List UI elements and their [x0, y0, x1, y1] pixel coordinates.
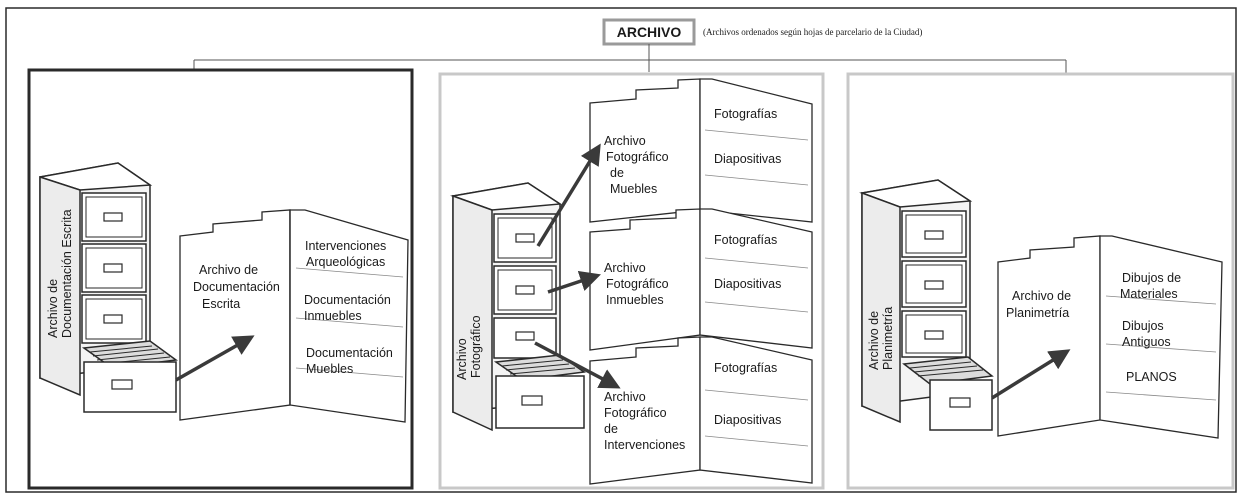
tab-muebles-fotografias: Fotografías — [714, 107, 777, 121]
folder-planimetry-title-1: Archivo de — [1012, 289, 1071, 303]
tab-muebles-diapositivas: Diapositivas — [714, 152, 781, 166]
folder-inmuebles-title-1: Archivo — [604, 261, 646, 275]
folder-muebles-title-3: de — [610, 166, 624, 180]
folder-inmuebles-title-3: Inmuebles — [606, 293, 664, 307]
cabinet-planimetry-label-1: Archivo de — [867, 311, 881, 370]
cabinet-planimetry-label-2: Planimetría — [881, 307, 895, 370]
tab-dibujos-materiales-2: Materiales — [1120, 287, 1178, 301]
tab-intervenciones-1: Intervenciones — [305, 239, 386, 253]
cabinet-planimetry-icon — [859, 179, 994, 431]
tab-intervenciones-2: Arqueológicas — [306, 255, 385, 269]
arrow-photo-inmuebles — [547, 271, 601, 294]
panel-documentation: Archivo de Documentación Escrita Archivo… — [39, 162, 409, 423]
tab-doc-muebles-1: Documentación — [306, 346, 393, 360]
tab-inmuebles-fotografias: Fotografías — [714, 233, 777, 247]
folder-intervenciones-title-2: Fotográfico — [604, 406, 667, 420]
tab-planos: PLANOS — [1126, 370, 1177, 384]
arrow-photo-intervenciones — [534, 341, 621, 389]
folder-intervenciones-title-1: Archivo — [604, 390, 646, 404]
tab-doc-muebles-2: Muebles — [306, 362, 353, 376]
cabinet-photo-label-1: Archivo — [455, 338, 469, 380]
folder-documentation — [179, 209, 409, 423]
cabinet-photo-icon — [450, 182, 587, 432]
folder-muebles-title-2: Fotográfico — [606, 150, 669, 164]
folder-photo-inmuebles — [589, 208, 813, 351]
arrow-photo-muebles — [536, 143, 601, 247]
arrow-documentation — [175, 335, 255, 382]
tab-dibujos-antiguos-1: Dibujos — [1122, 319, 1164, 333]
folder-photo-muebles — [589, 78, 813, 223]
tab-intervenciones-diapositivas: Diapositivas — [714, 413, 781, 427]
folder-documentation-title-1: Archivo de — [199, 263, 258, 277]
tab-dibujos-antiguos-2: Antiguos — [1122, 335, 1171, 349]
cabinet-photo-label-2: Fotográfico — [469, 315, 483, 378]
folder-intervenciones-title-4: Intervenciones — [604, 438, 685, 452]
folder-intervenciones-title-3: de — [604, 422, 618, 436]
tab-doc-inmuebles-1: Documentación — [304, 293, 391, 307]
header-title: ARCHIVO — [617, 24, 682, 40]
panel-photo: Archivo Fotográfico Archivo Fotográfico … — [450, 78, 813, 485]
folder-planimetry — [997, 235, 1223, 439]
folder-documentation-title-2: Documentación — [193, 280, 280, 294]
folder-muebles-title-1: Archivo — [604, 134, 646, 148]
panel-planimetry: Archivo de Planimetría Archivo de Planim… — [859, 179, 1223, 439]
tab-inmuebles-diapositivas: Diapositivas — [714, 277, 781, 291]
folder-inmuebles-title-2: Fotográfico — [606, 277, 669, 291]
folder-documentation-title-3: Escrita — [202, 297, 240, 311]
folder-muebles-title-4: Muebles — [610, 182, 657, 196]
folder-planimetry-title-2: Planimetría — [1006, 306, 1069, 320]
cabinet-documentation-label-1: Archivo de — [46, 279, 60, 338]
arrow-planimetry — [991, 349, 1071, 400]
cabinet-documentation-icon — [39, 162, 178, 413]
tab-doc-inmuebles-2: Inmuebles — [304, 309, 362, 323]
header-subtitle: (Archivos ordenados según hojas de parce… — [703, 27, 922, 37]
hierarchy-connectors — [193, 44, 1067, 74]
tab-dibujos-materiales-1: Dibujos de — [1122, 271, 1181, 285]
cabinet-documentation-label-2: Documentación Escrita — [60, 209, 74, 338]
tab-intervenciones-fotografias: Fotografías — [714, 361, 777, 375]
